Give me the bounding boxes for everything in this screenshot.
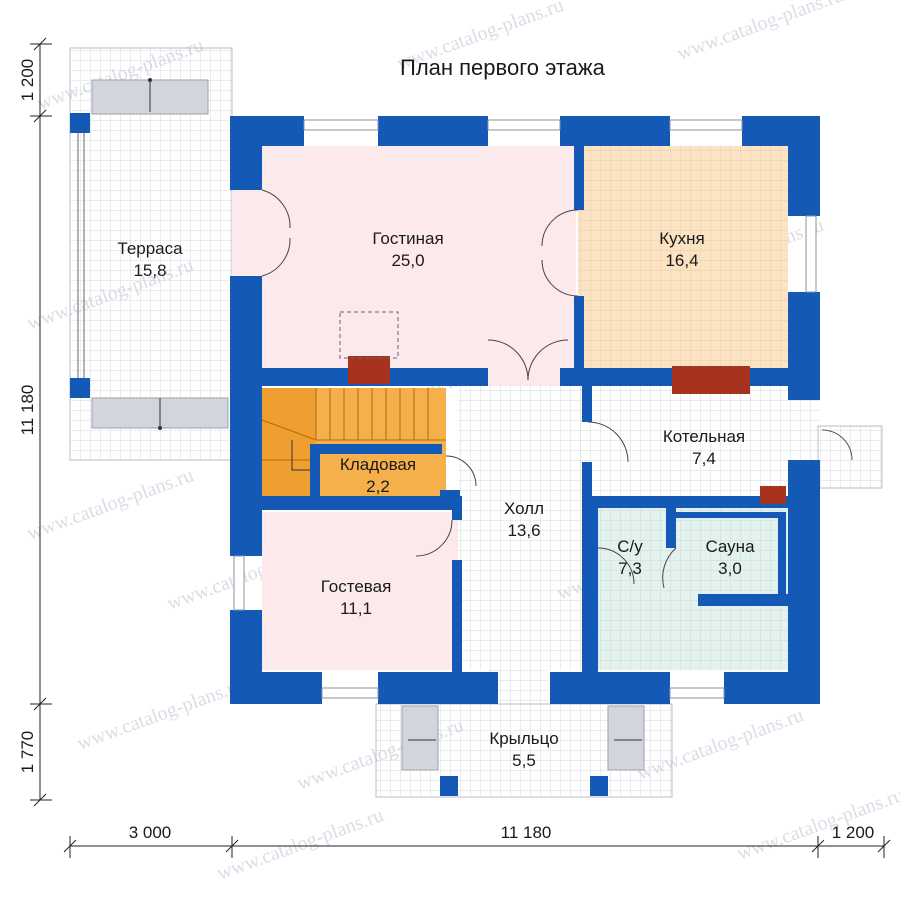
dim-bottom-main: 11 180 [501, 823, 552, 842]
windows [233, 119, 817, 699]
dim-left-bottom: 1 770 [18, 731, 37, 774]
watermark: www.catalog-plans.ru [734, 784, 900, 865]
hall-area: 13,6 [507, 521, 540, 540]
plan-title: План первого этажа [400, 55, 606, 80]
doors [261, 189, 677, 589]
terrace-area: 15,8 [133, 261, 166, 280]
dimension-lines [30, 37, 891, 858]
pantry-area: 2,2 [366, 477, 390, 496]
living-name: Гостиная [372, 229, 443, 248]
kitchen-name: Кухня [659, 229, 705, 248]
porch [375, 703, 673, 798]
room-labels: Терраса 15,8 Гостиная 25,0 Кухня 16,4 Ко… [117, 229, 755, 770]
stoves [339, 311, 786, 504]
guest-name: Гостевая [321, 577, 392, 596]
guest-area: 11,1 [340, 599, 372, 618]
sauna-name: Сауна [705, 537, 755, 556]
porch-area: 5,5 [512, 751, 536, 770]
kitchen-area: 16,4 [665, 251, 698, 270]
living-area: 25,0 [391, 251, 424, 270]
side-entry [817, 425, 883, 489]
watermark: www.catalog-plans.ru [74, 674, 246, 755]
dimension-labels: 1 200 11 180 1 770 3 000 11 180 1 200 [18, 59, 874, 842]
pantry-name: Кладовая [340, 455, 416, 474]
terrace-name: Терраса [117, 239, 183, 258]
watermark: www.catalog-plans.ru [674, 0, 846, 65]
sauna-area: 3,0 [718, 559, 742, 578]
dim-bottom-right: 1 200 [832, 823, 875, 842]
boiler-name: Котельная [663, 427, 745, 446]
staircase [261, 388, 446, 496]
porch-name: Крыльцо [489, 729, 558, 748]
terrace [69, 47, 233, 461]
watermark: www.catalog-plans.ru [214, 804, 386, 885]
bathroom-name: С/у [617, 537, 643, 556]
dim-bottom-left: 3 000 [129, 823, 172, 842]
boiler-area: 7,4 [692, 449, 716, 468]
hall-name: Холл [504, 499, 544, 518]
dim-left-top: 1 200 [18, 59, 37, 102]
bathroom-area: 7,3 [618, 559, 642, 578]
dim-left-main: 11 180 [18, 385, 37, 436]
watermark: www.catalog-plans.ru [24, 464, 196, 545]
